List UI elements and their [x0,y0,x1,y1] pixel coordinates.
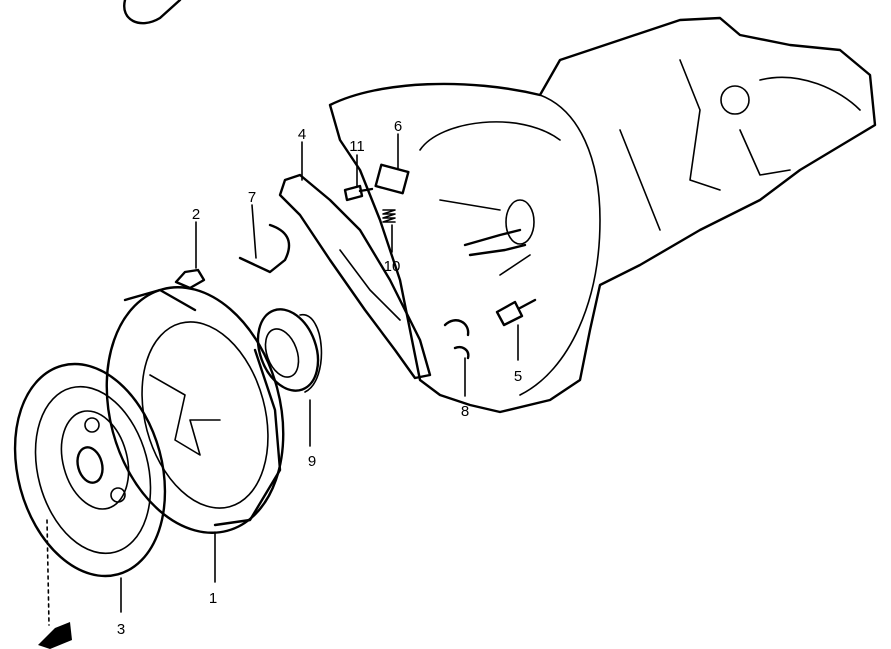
callout-9: 9 [308,453,316,470]
forward-arrow-icon [38,622,72,649]
callout-6: 6 [394,118,402,135]
bolt-11 [343,184,374,202]
callout-1: 1 [209,590,217,607]
release-fork [278,173,432,380]
callout-4: 4 [298,126,306,143]
callout-5: 5 [514,368,522,385]
callout-3: 3 [117,621,125,638]
clutch-cover [105,286,285,534]
callout-8: 8 [461,403,469,420]
callout-11: 11 [349,138,365,155]
pivot-stud [495,298,537,327]
release-bearing [256,308,323,393]
transmission-housing [328,16,877,414]
callout-7: 7 [248,189,256,206]
leader-lines [120,133,519,613]
retainer-clip [443,319,470,360]
spring-clip [238,223,291,274]
bracket [374,163,410,195]
callout-2: 2 [192,206,200,223]
callout-10: 10 [384,258,401,275]
center-line [46,519,50,626]
spring-10 [382,209,396,223]
clutch-disc [13,362,167,578]
belt-fragment [123,0,182,25]
bolt-2 [174,268,206,290]
